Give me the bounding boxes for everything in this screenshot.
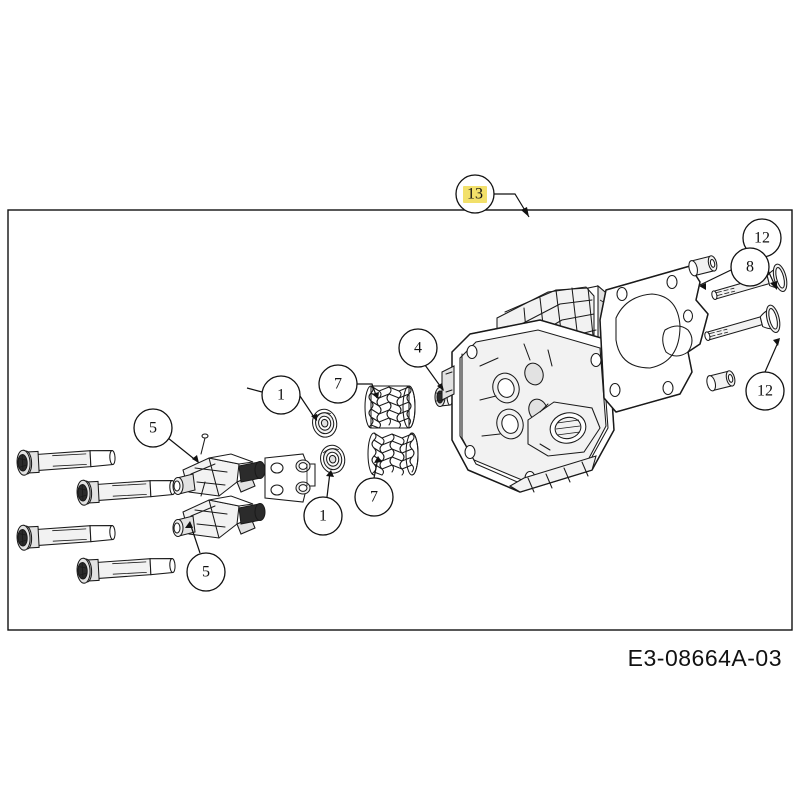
valve-guide-group: [688, 255, 736, 392]
valve-spring-retainer: [312, 408, 338, 438]
callout-5-lower[interactable]: 5: [186, 552, 226, 592]
leader-8: [699, 269, 732, 286]
port-boss: [527, 401, 601, 457]
flange-bolt: [76, 557, 176, 584]
valve-spring-group: [364, 385, 419, 476]
flange-bolt: [16, 524, 116, 551]
callout-4-label: 4: [414, 340, 422, 357]
flange-bolt: [16, 449, 116, 476]
valve-guide: [706, 370, 736, 392]
callout-leaders: [167, 193, 780, 554]
arrowhead: [192, 455, 199, 463]
arrowhead: [437, 383, 444, 391]
callout-12-intake-label: 12: [754, 230, 770, 247]
leader-5a: [167, 437, 199, 463]
cylinder-head-gasket: [599, 265, 709, 413]
callout-1-lower[interactable]: 1: [303, 496, 343, 536]
diagram-border: [7, 209, 793, 631]
valve-spring: [364, 385, 416, 429]
callout-5-lower-label: 5: [202, 564, 210, 581]
arrowhead: [185, 521, 193, 528]
callout-13-highlight: [463, 186, 487, 203]
valve-spring-retainer: [320, 444, 346, 474]
callout-7-upper-label: 7: [334, 376, 342, 393]
rocker-arm-assembly: [172, 481, 266, 539]
callout-7-upper[interactable]: 7: [318, 364, 358, 404]
callout-4[interactable]: 4: [398, 328, 438, 368]
callout-8[interactable]: 8: [730, 247, 770, 287]
valve-spring: [367, 432, 419, 476]
part-number-label: E3-08664A-03: [627, 645, 782, 671]
cylinder-head-casting: [441, 284, 615, 493]
callout-7-lower-label: 7: [370, 489, 378, 506]
callout-13[interactable]: 13: [455, 174, 495, 214]
arrowhead: [311, 414, 317, 421]
valve-seat-bores: [492, 362, 548, 440]
callout-7-lower[interactable]: 7: [354, 477, 394, 517]
rocker-cover-plate: [264, 453, 316, 503]
flange-bolt: [76, 479, 176, 506]
callout-5-upper-label: 5: [149, 420, 157, 437]
valve-spring-retainer-group: [312, 408, 346, 474]
arrowhead: [521, 207, 529, 217]
callout-13-label: 13: [467, 186, 483, 203]
arrowhead: [773, 338, 780, 346]
leader-12b: [764, 339, 780, 373]
callout-12-exhaust-label: 12: [757, 383, 773, 400]
arrowhead: [770, 281, 777, 290]
callout-5-upper[interactable]: 5: [133, 408, 173, 448]
callout-8-label: 8: [746, 259, 754, 276]
flange-bolt-group: [16, 449, 176, 584]
callout-1-upper[interactable]: 1: [261, 375, 301, 415]
arrowhead: [699, 283, 706, 290]
callout-1-lower-label: 1: [319, 508, 327, 525]
valve: [704, 304, 781, 342]
arrowhead: [374, 456, 382, 463]
valve-group: [704, 263, 788, 342]
callout-12-exhaust[interactable]: 12: [745, 371, 785, 411]
arrowhead: [372, 392, 379, 399]
callout-1-upper-label: 1: [277, 387, 285, 404]
arrowhead: [326, 470, 334, 477]
rocker-arm-group: [172, 433, 266, 539]
valve-guide: [688, 255, 718, 277]
leader-13: [494, 193, 530, 218]
rocker-arm-assembly: [172, 433, 266, 497]
